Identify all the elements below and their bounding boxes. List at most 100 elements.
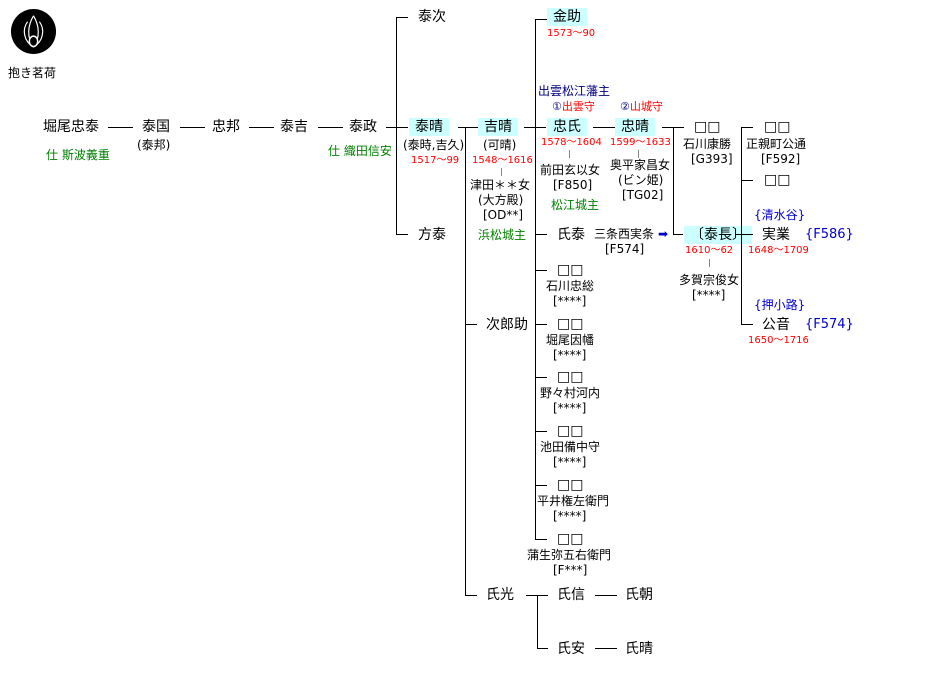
alias: (泰邦) <box>137 138 171 152</box>
connector <box>741 324 753 325</box>
years: 1578～1604 <box>541 137 602 148</box>
bracket <box>673 127 674 234</box>
person-daughter: □□ <box>694 119 721 135</box>
spouse-code: [****] <box>553 294 587 308</box>
spouse: 多賀宗俊女 <box>679 273 740 287</box>
person-tadayasu: 堀尾忠泰 <box>43 119 99 135</box>
spouse: 堀尾因幡 <box>546 333 595 347</box>
spouse: 平井権左衛門 <box>537 494 610 508</box>
person-daughter: □□ <box>557 423 584 439</box>
connector <box>673 234 683 235</box>
bracket <box>537 595 538 648</box>
office-title: ①出雲守 <box>552 100 595 113</box>
spouse-link <box>709 259 710 267</box>
connector <box>595 648 617 649</box>
service-note: 仕 織田信安 <box>328 144 392 158</box>
connector <box>386 127 408 128</box>
connector <box>535 234 547 235</box>
years: 1650～1716 <box>748 335 809 346</box>
spouse: 三条西実条 <box>594 227 655 241</box>
office: 山城守 <box>629 100 663 113</box>
castle-note: 浜松城主 <box>478 228 527 242</box>
years: 1517～99 <box>411 155 460 166</box>
spouse: 津田＊＊女 <box>470 178 531 192</box>
adopted-house: {清水谷} <box>754 208 806 222</box>
spouse-alias: (大方殿) <box>478 193 524 207</box>
domain-header: 出雲松江藩主 <box>538 84 611 98</box>
connector <box>741 180 753 181</box>
connector <box>535 485 547 486</box>
connector <box>735 234 753 235</box>
spouse: 野々村河内 <box>540 386 601 400</box>
connector <box>535 377 547 378</box>
person-kinoto: 公音 <box>762 317 790 333</box>
connector <box>535 19 547 20</box>
office: 出雲守 <box>561 100 595 113</box>
years: 1573～90 <box>547 28 596 39</box>
person-yasukuni: 泰国 <box>142 119 170 135</box>
spouse-code: [****] <box>553 348 587 362</box>
person-ujitomo: 氏朝 <box>625 587 653 603</box>
connector <box>249 127 274 128</box>
bracket <box>396 17 397 234</box>
years: 1599～1633 <box>610 137 671 148</box>
spouse: 池田備中守 <box>540 440 601 454</box>
alias: (可晴) <box>483 138 517 152</box>
person-ujiyasu2: 氏安 <box>557 641 585 657</box>
bracket <box>741 127 742 324</box>
person-daughter: □□ <box>764 119 791 135</box>
arrow-right-icon: ➡ <box>658 227 669 241</box>
spouse-link <box>638 150 639 158</box>
spouse-code: [G393] <box>691 152 733 166</box>
myoga-crest-icon <box>10 8 57 55</box>
crest-label: 抱き茗荷 <box>8 66 57 80</box>
spouse: 蒲生弥五右衛門 <box>527 548 612 562</box>
connector <box>396 17 408 18</box>
spouse: 石川忠総 <box>546 279 595 293</box>
years: 1548～1616 <box>472 155 533 166</box>
spouse-code: [****] <box>553 401 587 415</box>
person-ujiyasu: 氏泰 <box>557 227 585 243</box>
person-daughter: □□ <box>557 477 584 493</box>
person-yasuharu: 泰晴 <box>409 118 449 136</box>
spouse-code: [OD**] <box>483 208 524 222</box>
connector <box>535 539 547 540</box>
spouse: 石川康勝 <box>683 137 732 151</box>
person-sanenari: 実業 <box>762 227 790 243</box>
person-tadakuni: 忠邦 <box>212 119 240 135</box>
person-jirosuke: 次郎助 <box>486 317 528 333</box>
years: 1610～62 <box>685 245 734 256</box>
spouse-code: [TG02] <box>622 188 664 202</box>
service-note: 仕 斯波義重 <box>46 148 110 162</box>
spouse: 前田玄以女 <box>540 163 601 177</box>
connector <box>535 270 547 271</box>
office-title: ②山城守 <box>620 100 663 113</box>
connector <box>318 127 343 128</box>
spouse-code: [F***] <box>553 563 588 577</box>
code: {F586} <box>805 227 854 242</box>
person-daughter: □□ <box>557 369 584 385</box>
person-yasunaga: 〔泰長〕 <box>684 226 752 244</box>
alias: (泰時,吉久) <box>403 138 465 152</box>
person-ujiharu: 氏晴 <box>625 641 653 657</box>
person-ujinobu: 氏信 <box>557 587 585 603</box>
person-tadauji: 忠氏 <box>547 118 587 136</box>
person-kataysu: 方泰 <box>418 227 446 243</box>
bracket <box>535 19 536 539</box>
person-daughter: □□ <box>764 172 791 188</box>
spouse-code: [F592] <box>761 152 801 166</box>
connector <box>595 595 617 596</box>
years: 1648～1709 <box>748 245 809 256</box>
spouse-alias: (ビン姫) <box>618 173 664 187</box>
connector <box>465 595 477 596</box>
connector <box>465 324 477 325</box>
connector <box>396 234 408 235</box>
connector <box>537 648 548 649</box>
person-yasumasa: 泰政 <box>349 119 377 135</box>
person-daughter: □□ <box>557 262 584 278</box>
spouse-code: [F574] <box>605 242 645 256</box>
spouse: 正親町公通 <box>746 137 807 151</box>
person-ujimitsu: 氏光 <box>486 587 514 603</box>
person-daughter: □□ <box>557 316 584 332</box>
connector <box>180 127 205 128</box>
